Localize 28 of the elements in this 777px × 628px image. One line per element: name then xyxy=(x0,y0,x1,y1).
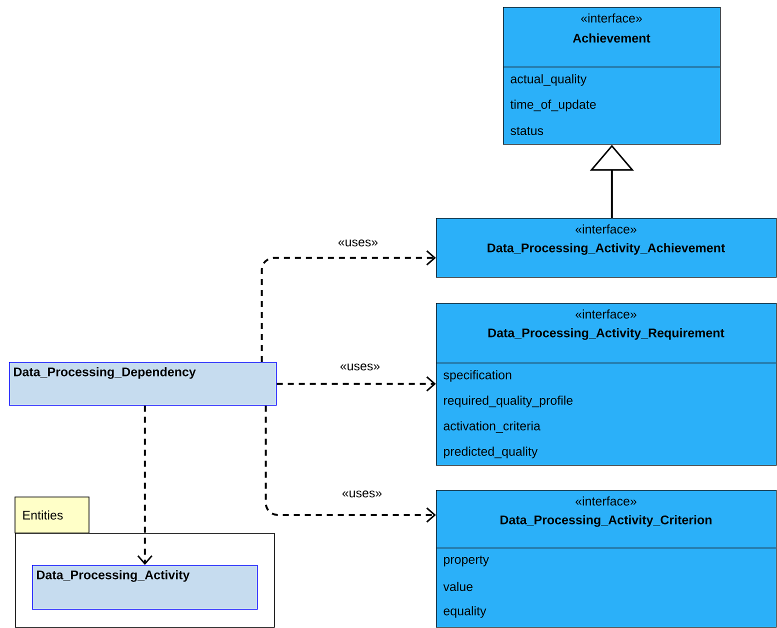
edge-label: «uses» xyxy=(338,362,382,372)
dashed-arrow xyxy=(137,406,152,565)
class-name: Data_Processing_Activity_Criterion xyxy=(500,515,712,527)
stereotype-label: «interface» xyxy=(581,13,642,23)
attribute-text: status xyxy=(510,126,544,136)
edge-label: «uses» xyxy=(340,490,384,498)
attribute-text: equality xyxy=(444,606,486,618)
stereotype-label: «interface» xyxy=(576,496,636,506)
attribute-text: activation_criteria xyxy=(444,421,540,433)
stereotype-label: «interface» xyxy=(576,224,636,234)
class-name: Data_Processing_Dependency xyxy=(14,367,196,379)
attribute-text: value xyxy=(443,582,473,592)
edge-label: «uses» xyxy=(336,238,380,248)
dashed-arrow xyxy=(260,250,436,362)
dashed-arrow xyxy=(276,376,436,392)
attribute-text: specification xyxy=(444,370,512,382)
attribute-text: property xyxy=(444,556,490,566)
class-name: Data_Processing_Activity_Achievement xyxy=(488,243,725,255)
class-name: Data_Processing_Activity xyxy=(37,570,190,582)
attribute-text: time_of_update xyxy=(510,100,596,112)
dashed-arrow xyxy=(264,406,436,523)
class-name: Achievement xyxy=(572,33,650,43)
node-label: Entities xyxy=(23,510,63,520)
attribute-text: required_quality_profile xyxy=(444,396,573,408)
attribute-text: actual_quality xyxy=(510,74,587,86)
stereotype-label: «interface» xyxy=(576,309,636,319)
class-name: Data_Processing_Activity_Requirement xyxy=(488,328,724,340)
attribute-text: predicted_quality xyxy=(444,446,538,458)
